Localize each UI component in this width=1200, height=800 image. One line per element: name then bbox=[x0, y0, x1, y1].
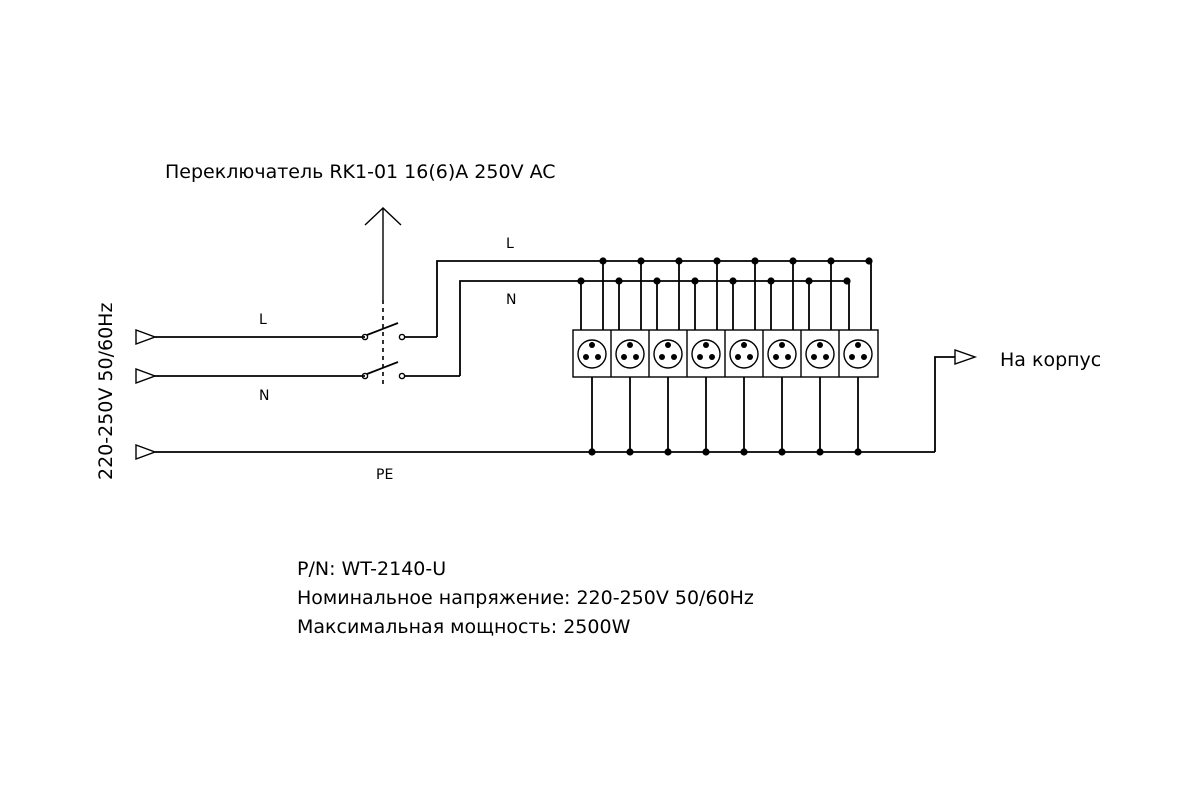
ground-terminal bbox=[954, 349, 978, 365]
socket-1-face bbox=[577, 339, 607, 369]
socket-4-pin-left bbox=[697, 354, 703, 360]
socket-3-face bbox=[653, 339, 683, 369]
socket-3-earth-pin bbox=[665, 342, 671, 348]
socket-5-n-junction bbox=[729, 277, 737, 285]
socket-5-pe-junction bbox=[740, 448, 748, 456]
socket-8-pin-left bbox=[849, 354, 855, 360]
socket-7-face bbox=[805, 339, 835, 369]
socket-8-n-junction bbox=[843, 277, 851, 285]
socket-3-n-junction bbox=[653, 277, 661, 285]
socket-1-pin-left bbox=[583, 354, 589, 360]
socket-6-face bbox=[767, 339, 797, 369]
wire-label-n-bus: N bbox=[506, 292, 516, 308]
socket-5-l-junction bbox=[751, 257, 759, 265]
socket-4-pe-junction bbox=[702, 448, 710, 456]
spec-nominal-voltage: Номинальное напряжение: 220-250V 50/60Hz bbox=[297, 587, 754, 609]
socket-8-pin-right bbox=[861, 354, 867, 360]
double-pole-switch bbox=[361, 300, 460, 384]
spec-part-number: P/N: WT-2140-U bbox=[297, 558, 447, 580]
socket-7-pin-left bbox=[811, 354, 817, 360]
socket-4-n-junction bbox=[691, 277, 699, 285]
socket-2-pin-left bbox=[621, 354, 627, 360]
socket-4-face bbox=[691, 339, 721, 369]
socket-5-pin-left bbox=[735, 354, 741, 360]
wire-label-pe: PE bbox=[376, 467, 393, 483]
socket-8-pe-junction bbox=[854, 448, 862, 456]
socket-3-pe-junction bbox=[664, 448, 672, 456]
input-n-terminal bbox=[135, 367, 158, 385]
socket-5-pin-right bbox=[747, 354, 753, 360]
ground-label: На корпус bbox=[1000, 349, 1101, 371]
socket-1-l-junction bbox=[599, 257, 607, 265]
socket-6-n-junction bbox=[767, 277, 775, 285]
n-bus-wire bbox=[459, 280, 850, 376]
socket-5-earth-pin bbox=[741, 342, 747, 348]
socket-7-pin-right bbox=[823, 354, 829, 360]
input-l-terminal bbox=[135, 328, 158, 346]
socket-4-pin-right bbox=[709, 354, 715, 360]
socket-2-l-junction bbox=[637, 257, 645, 265]
socket-3-pin-left bbox=[659, 354, 665, 360]
socket-1-pin-right bbox=[595, 354, 601, 360]
input-voltage-label: 220-250V 50/60Hz bbox=[95, 303, 117, 480]
socket-6-l-junction bbox=[789, 257, 797, 265]
socket-group bbox=[577, 257, 873, 456]
wire-label-l-in: L bbox=[259, 312, 267, 328]
socket-2-n-junction bbox=[615, 277, 623, 285]
socket-8-face bbox=[843, 339, 873, 369]
l-bus-wire bbox=[436, 260, 872, 337]
socket-6-pe-junction bbox=[778, 448, 786, 456]
socket-8-earth-pin bbox=[855, 342, 861, 348]
socket-1-n-junction bbox=[577, 277, 585, 285]
socket-7-n-junction bbox=[805, 277, 813, 285]
switch-pointer-arrow bbox=[364, 207, 402, 300]
socket-4-l-junction bbox=[713, 257, 721, 265]
socket-1-earth-pin bbox=[589, 342, 595, 348]
socket-6-earth-pin bbox=[779, 342, 785, 348]
socket-1-pe-junction bbox=[588, 448, 596, 456]
socket-2-pin-right bbox=[633, 354, 639, 360]
socket-2-pe-junction bbox=[626, 448, 634, 456]
wire-label-l-bus: L bbox=[506, 236, 514, 252]
socket-7-pe-junction bbox=[816, 448, 824, 456]
socket-2-face bbox=[615, 339, 645, 369]
socket-6-pin-left bbox=[773, 354, 779, 360]
socket-3-l-junction bbox=[675, 257, 683, 265]
socket-2-earth-pin bbox=[627, 342, 633, 348]
socket-6-pin-right bbox=[785, 354, 791, 360]
spec-max-power: Максимальная мощность: 2500W bbox=[297, 616, 631, 638]
socket-8-l-junction bbox=[865, 257, 873, 265]
input-connectors bbox=[135, 328, 158, 461]
input-pe-terminal bbox=[135, 443, 158, 461]
wire-label-n-in: N bbox=[259, 388, 269, 404]
socket-7-l-junction bbox=[827, 257, 835, 265]
ground-exit bbox=[934, 349, 978, 452]
socket-5-face bbox=[729, 339, 759, 369]
socket-4-earth-pin bbox=[703, 342, 709, 348]
socket-7-earth-pin bbox=[817, 342, 823, 348]
switch-label: Переключатель RK1-01 16(6)A 250V AC bbox=[165, 161, 556, 183]
socket-3-pin-right bbox=[671, 354, 677, 360]
